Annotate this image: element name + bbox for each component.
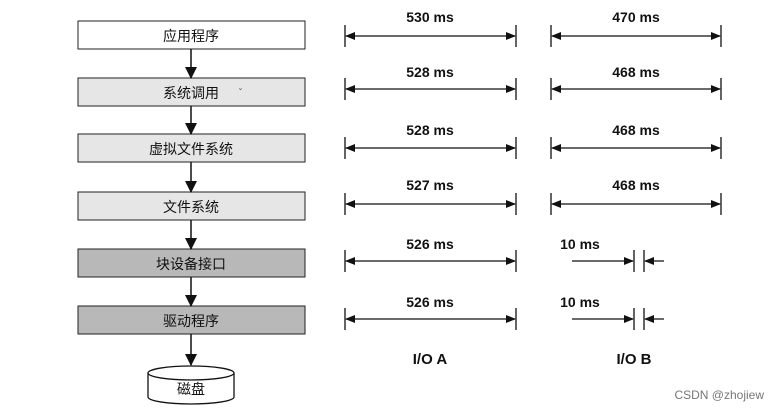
io-b-latency: 10 ms bbox=[560, 294, 600, 310]
io-a-column: 530 ms 528 ms 528 ms 527 ms 526 ms bbox=[344, 9, 517, 368]
io-a-row: 527 ms bbox=[344, 177, 517, 215]
layer-box-fs bbox=[77, 191, 306, 221]
io-a-label: I/O A bbox=[413, 351, 448, 368]
io-b-row: 10 ms bbox=[560, 294, 664, 330]
io-b-row: 468 ms bbox=[550, 64, 722, 100]
watermark: CSDN @zhojiew bbox=[674, 388, 764, 402]
io-b-row: 468 ms bbox=[550, 177, 722, 215]
layer-box-app bbox=[77, 20, 306, 50]
layer-box-block bbox=[77, 248, 306, 278]
layer-label-block: 块设备接口 bbox=[156, 256, 226, 273]
io-a-latency: 530 ms bbox=[406, 9, 454, 25]
io-a-row: 528 ms bbox=[344, 64, 517, 100]
io-a-row: 526 ms bbox=[344, 236, 517, 272]
io-a-latency: 526 ms bbox=[406, 236, 454, 252]
disk-icon: 磁盘 bbox=[147, 365, 235, 405]
io-b-latency: 470 ms bbox=[612, 9, 660, 25]
io-b-latency: 468 ms bbox=[612, 177, 660, 193]
layer-stack: 应用程序 系统调用 ˇ 虚拟文件系统 文件系统 块设备接口 驱动程序 bbox=[77, 20, 306, 335]
io-a-row: 526 ms bbox=[344, 294, 517, 330]
io-b-column: 470 ms 468 ms 468 ms 468 ms 10 ms bbox=[550, 9, 722, 368]
io-b-latency: 468 ms bbox=[612, 64, 660, 80]
io-a-latency: 526 ms bbox=[406, 294, 454, 310]
layer-label-app: 应用程序 bbox=[163, 28, 219, 45]
io-b-row: 10 ms bbox=[560, 236, 664, 272]
layer-label-syscall: 系统调用 bbox=[163, 86, 219, 102]
io-a-row: 528 ms bbox=[344, 122, 517, 159]
stray-mark: ˇ bbox=[238, 87, 243, 99]
io-a-latency: 528 ms bbox=[406, 64, 454, 80]
io-b-label: I/O B bbox=[616, 351, 651, 368]
io-b-latency: 10 ms bbox=[560, 236, 600, 252]
layer-label-vfs: 虚拟文件系统 bbox=[149, 142, 233, 158]
io-b-row: 470 ms bbox=[550, 9, 722, 47]
io-a-latency: 527 ms bbox=[406, 177, 454, 193]
io-b-row: 468 ms bbox=[550, 122, 722, 159]
io-a-row: 530 ms bbox=[344, 9, 517, 47]
disk-label: 磁盘 bbox=[177, 381, 205, 398]
layer-label-fs: 文件系统 bbox=[163, 200, 219, 216]
io-a-latency: 528 ms bbox=[406, 122, 454, 138]
io-b-latency: 468 ms bbox=[612, 122, 660, 138]
layer-label-driver: 驱动程序 bbox=[163, 314, 219, 330]
layer-box-driver bbox=[77, 305, 306, 335]
